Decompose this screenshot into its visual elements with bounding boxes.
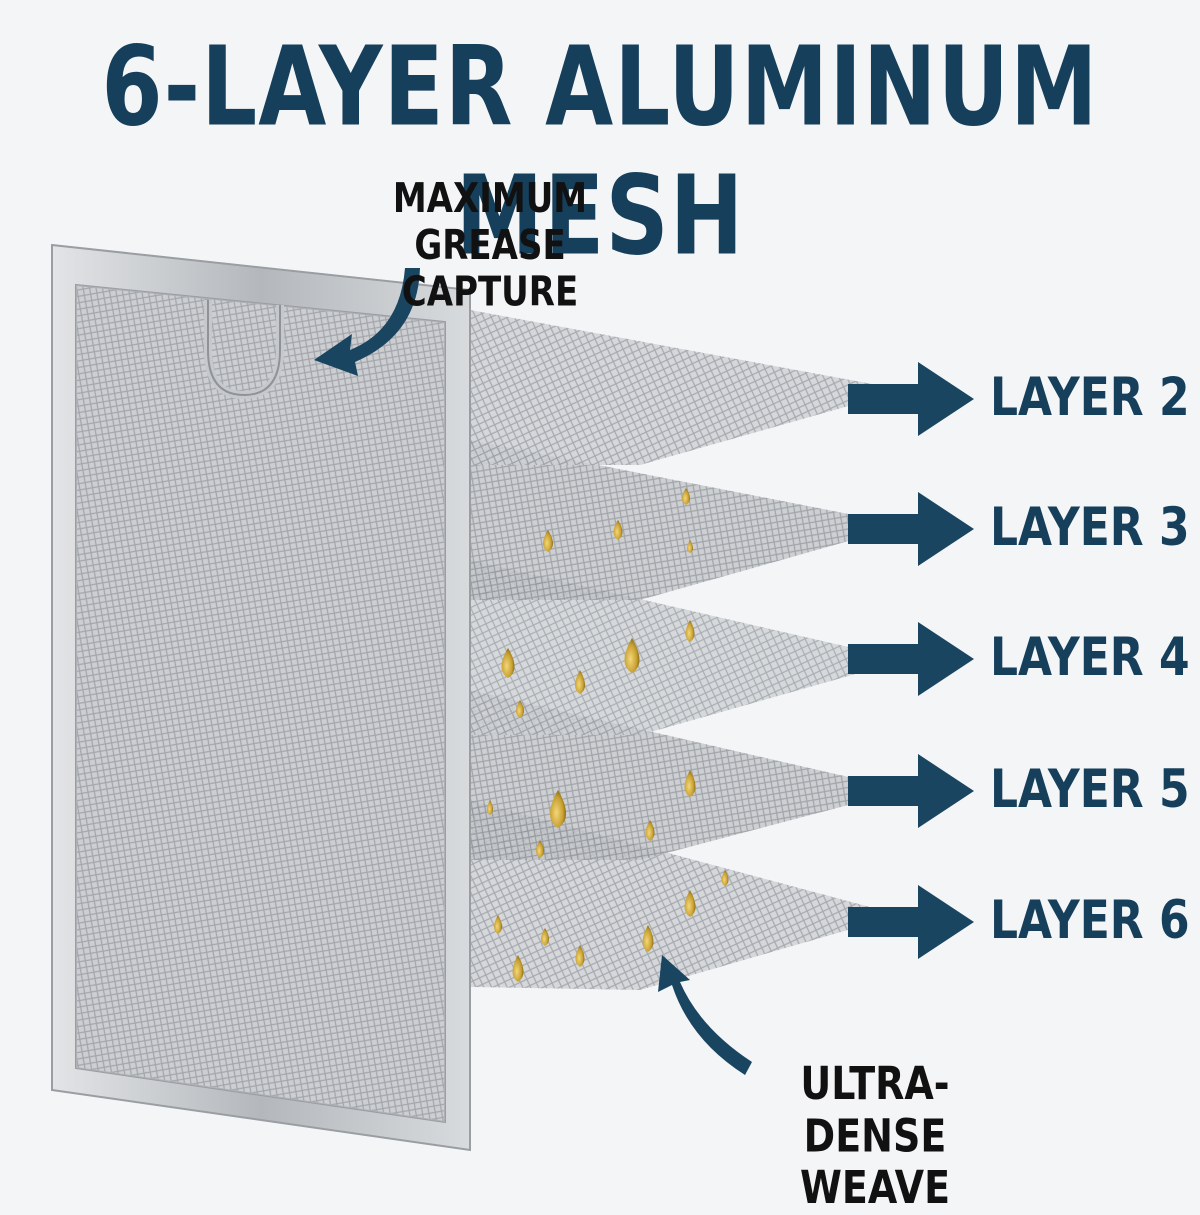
callout-bottom-line-2: WEAVE (799, 1161, 951, 1215)
callout-arrows (314, 268, 752, 1075)
arrow-layer-2 (848, 362, 974, 436)
arrow-layer-5 (848, 754, 974, 828)
callout-grease-capture: MAXIMUM GREASE CAPTURE (330, 174, 650, 317)
callout-bottom-line-1: ULTRA-DENSE (800, 1056, 950, 1163)
curved-arrow-top (314, 268, 420, 376)
layer-3-label: LAYER 3 (990, 496, 1190, 559)
arrow-layer-6 (848, 885, 974, 959)
arrow-layer-4 (848, 622, 974, 696)
layer-6-label: LAYER 6 (990, 889, 1190, 952)
arrow-layer-3 (848, 492, 974, 566)
layer-2-label: LAYER 2 (990, 366, 1190, 429)
callout-top-line-2: GREASE CAPTURE (401, 221, 579, 317)
layer-5-label: LAYER 5 (990, 758, 1190, 821)
layer-4-label: LAYER 4 (990, 626, 1190, 689)
curved-arrow-bottom (658, 955, 752, 1075)
callout-ultra-dense-weave: ULTRA-DENSE WEAVE (730, 1056, 1020, 1215)
filter-frame (51, 243, 471, 1152)
callout-top-line-1: MAXIMUM (392, 174, 588, 223)
grease-droplets (487, 488, 729, 982)
headline: 6-LAYER ALUMINUM MESH (101, 22, 1099, 280)
